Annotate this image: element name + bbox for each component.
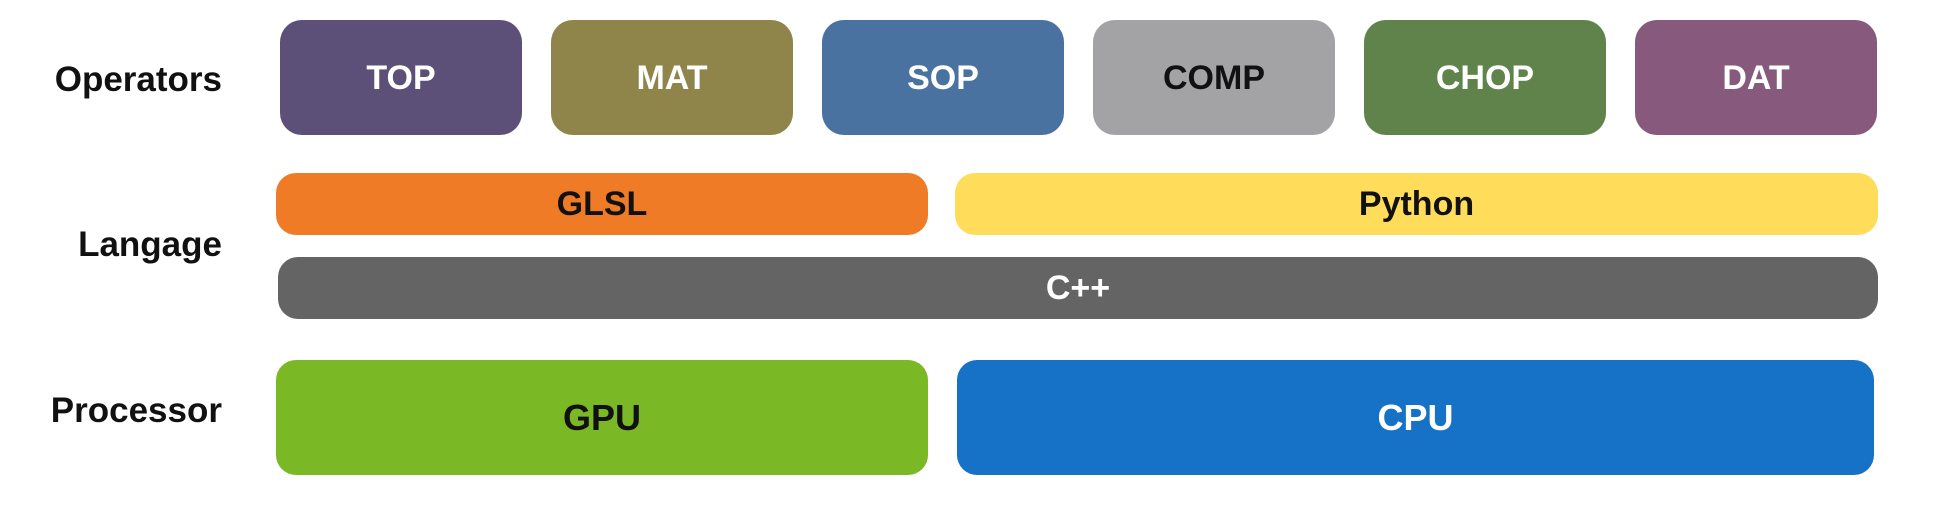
operator-top: TOP bbox=[280, 20, 522, 135]
language-glsl: GLSL bbox=[276, 173, 928, 235]
operator-top-label: TOP bbox=[366, 58, 436, 97]
operator-sop-label: SOP bbox=[907, 58, 979, 97]
language-python: Python bbox=[955, 173, 1878, 235]
operator-chop-label: CHOP bbox=[1435, 58, 1535, 97]
operator-dat: DAT bbox=[1635, 20, 1877, 135]
language-row-label: Langage bbox=[78, 225, 222, 264]
operator-chop: CHOP bbox=[1364, 20, 1606, 135]
language-glsl-label: GLSL bbox=[556, 185, 648, 223]
operator-comp: COMP bbox=[1093, 20, 1335, 135]
operator-mat: MAT bbox=[551, 20, 793, 135]
language-cpp-label: C++ bbox=[1045, 269, 1111, 307]
processor-cpu: CPU bbox=[957, 360, 1874, 475]
processor-cpu-label: CPU bbox=[1377, 396, 1454, 438]
language-python-label: Python bbox=[1358, 185, 1475, 223]
operator-dat-label: DAT bbox=[1722, 58, 1790, 97]
language-cpp: C++ bbox=[278, 257, 1878, 319]
operator-sop: SOP bbox=[822, 20, 1064, 135]
operator-mat-label: MAT bbox=[636, 58, 708, 97]
operator-comp-label: COMP bbox=[1163, 58, 1265, 97]
processor-gpu: GPU bbox=[276, 360, 928, 475]
processor-row-label: Processor bbox=[50, 391, 222, 430]
operators-row-label: Operators bbox=[54, 60, 222, 99]
processor-gpu-label: GPU bbox=[562, 396, 641, 438]
